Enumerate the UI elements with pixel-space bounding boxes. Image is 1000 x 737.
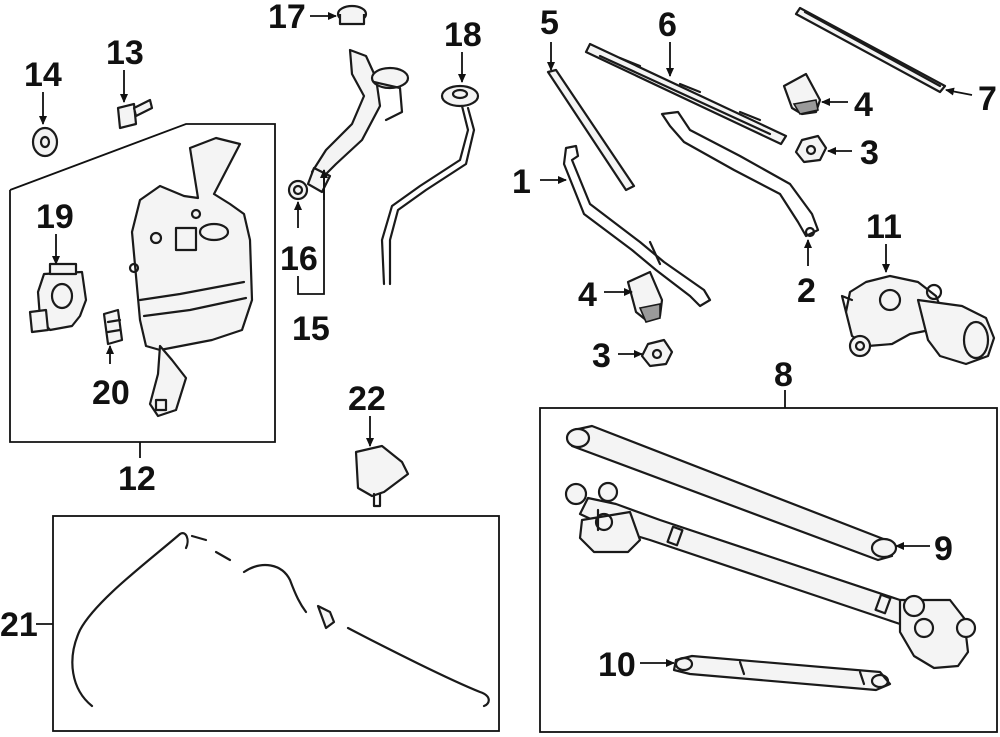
washer: [31, 126, 59, 158]
callout-8: 8: [774, 356, 793, 394]
callout-3b: 3: [592, 337, 611, 375]
callout-14: 14: [24, 56, 62, 94]
callout-7: 7: [978, 80, 997, 118]
arm-cap-upper: [782, 72, 822, 116]
leader-15: [297, 170, 325, 295]
callout-16: 16: [280, 240, 318, 278]
washer-pump: [28, 262, 88, 334]
arm-cap-lower: [626, 270, 664, 323]
callout-1: 1: [512, 163, 531, 201]
linkage-short-link: [672, 654, 892, 692]
filler-o-ring: [287, 179, 309, 201]
callout-5: 5: [540, 4, 559, 42]
washer-reservoir: [128, 136, 254, 418]
wiper-motor: [840, 274, 996, 366]
callout-9: 9: [934, 530, 953, 568]
callout-19: 19: [36, 198, 74, 236]
callout-15: 15: [292, 310, 330, 348]
callout-12: 12: [118, 460, 156, 498]
callout-3a: 3: [860, 134, 879, 172]
wiper-arm-left: [562, 144, 712, 308]
callout-6: 6: [658, 6, 677, 44]
arm-nut-lower: [640, 338, 674, 368]
level-gauge: [380, 84, 480, 286]
callout-17: 17: [268, 0, 306, 36]
reservoir-group-frame: [9, 123, 276, 443]
filler-cap: [336, 4, 368, 26]
washer-hose-set: [71, 532, 490, 708]
callout-2: 2: [797, 272, 816, 310]
callout-13: 13: [106, 34, 144, 72]
pump-grommet: [102, 308, 124, 346]
hose-group-frame: [52, 515, 500, 732]
callout-10: 10: [598, 646, 636, 684]
leader-7: [945, 87, 973, 96]
wiper-arm-right: [660, 110, 820, 238]
linkage-drive-rod: [565, 424, 898, 562]
callout-20: 20: [92, 374, 130, 412]
linkage-frame: [564, 481, 977, 670]
wiper-blade-refill: [546, 68, 636, 192]
callout-4a: 4: [854, 86, 873, 124]
callout-11: 11: [866, 208, 902, 246]
arm-nut-upper: [794, 134, 828, 164]
callout-22: 22: [348, 380, 386, 418]
callout-4b: 4: [578, 276, 597, 314]
wiper-blade-right: [794, 6, 947, 94]
callout-21: 21: [0, 606, 38, 644]
mounting-bolt: [116, 98, 154, 130]
callout-18: 18: [444, 16, 482, 54]
filler-neck: [306, 48, 410, 194]
wiper-blade-left: [584, 42, 788, 146]
washer-nozzle: [354, 444, 410, 508]
linkage-group-frame: [539, 407, 998, 733]
